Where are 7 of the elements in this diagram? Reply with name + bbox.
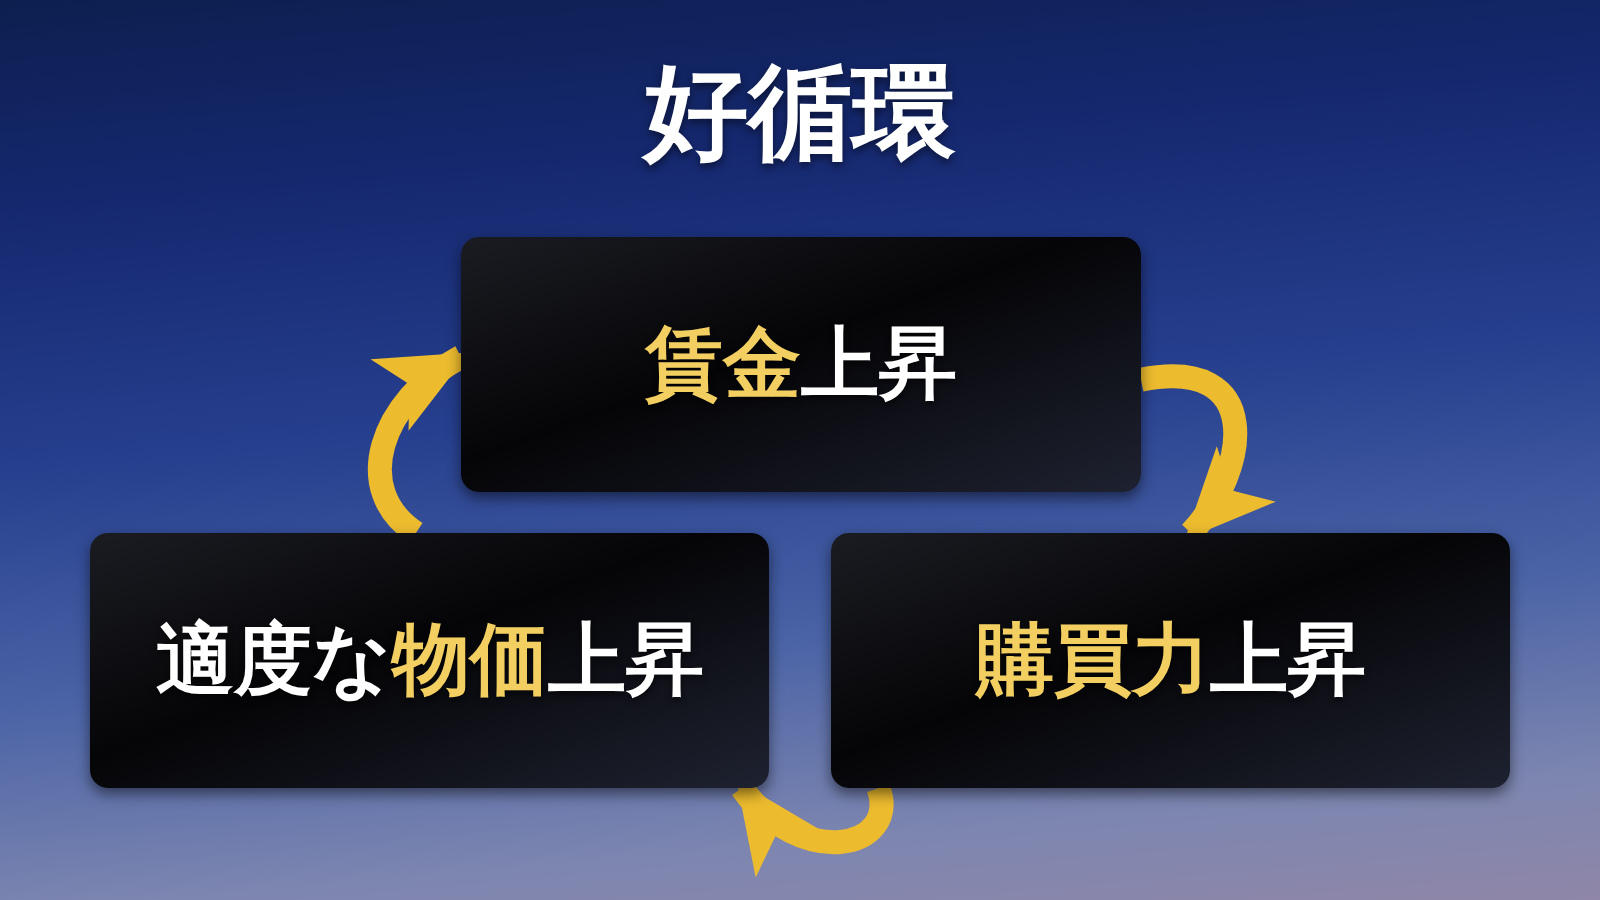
- card-label: 購買力上昇: [975, 613, 1366, 706]
- title: 好循環: [0, 50, 1600, 175]
- dark-card: [90, 533, 769, 788]
- dark-card: [831, 533, 1510, 788]
- dark-card: [461, 237, 1141, 492]
- card-label: 適度な物価上昇: [155, 613, 704, 706]
- card-label: 賃金上昇: [645, 317, 957, 410]
